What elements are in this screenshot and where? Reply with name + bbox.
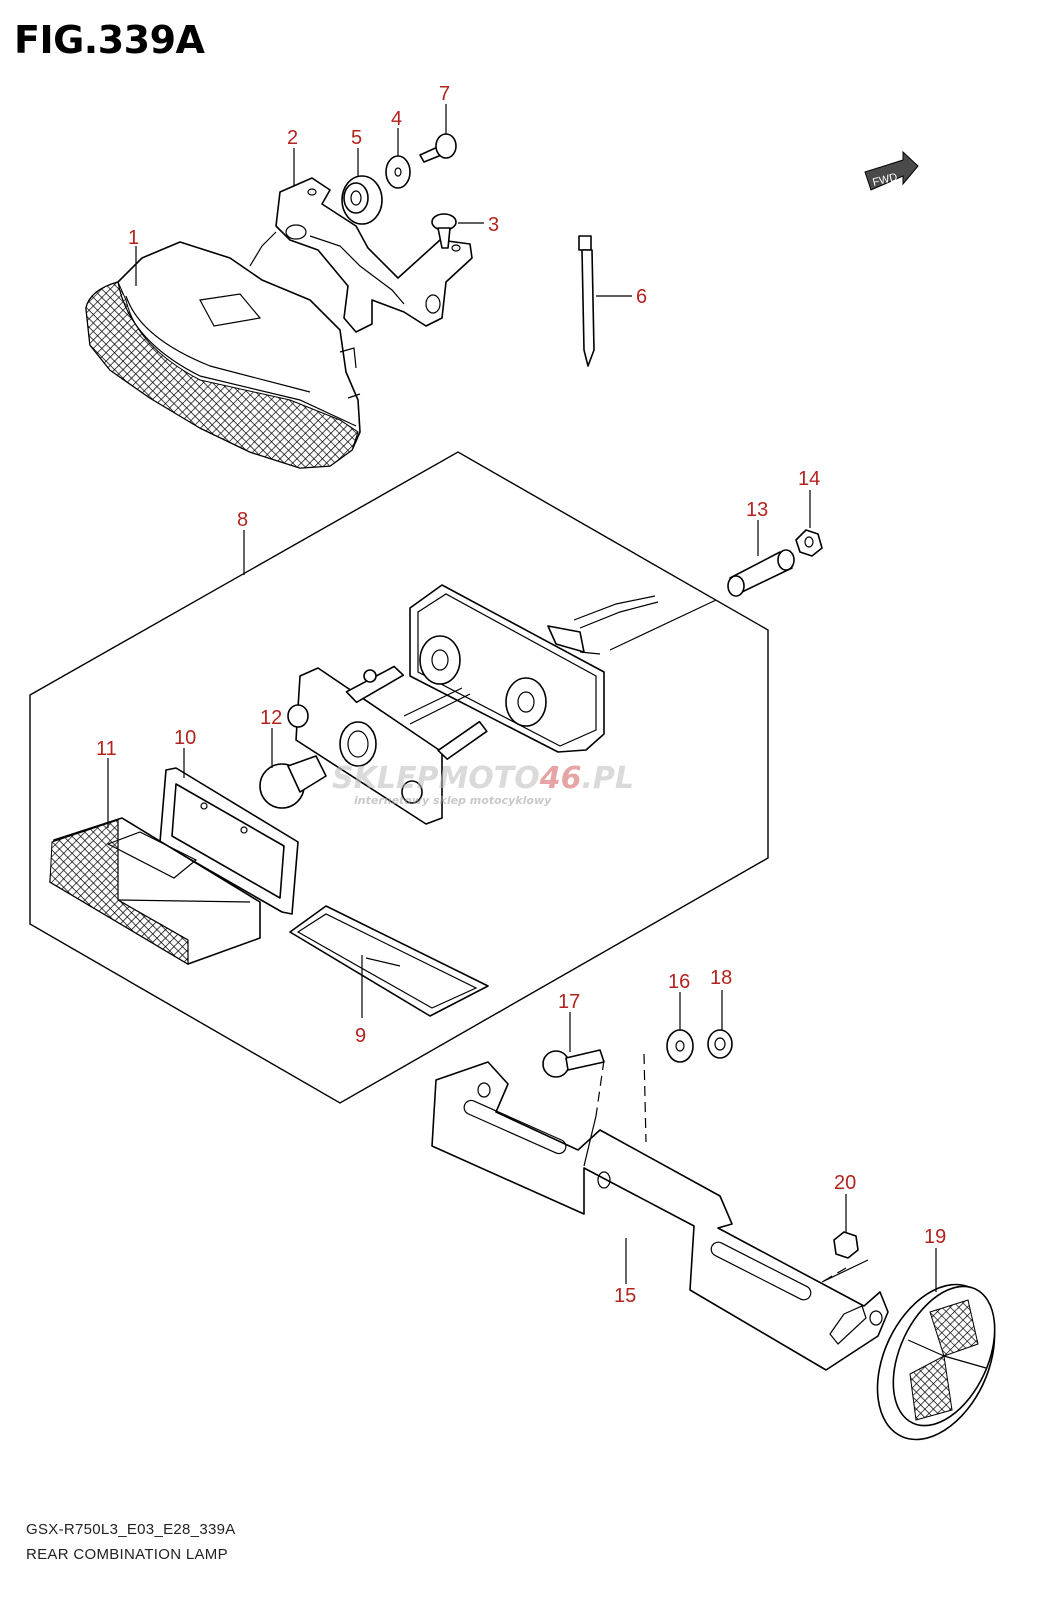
bulb xyxy=(259,755,327,809)
callout-3: 3 xyxy=(488,214,499,236)
callout-17: 17 xyxy=(558,991,580,1013)
bulb-socket-plate xyxy=(287,665,488,825)
figure-title: FIG.339A xyxy=(14,18,205,62)
callout-6: 6 xyxy=(636,286,647,308)
diagram-name: REAR COMBINATION LAMP xyxy=(26,1546,228,1563)
screw-7 xyxy=(419,133,457,163)
callout-9: 9 xyxy=(355,1025,366,1047)
tail-lamp-assembly xyxy=(85,231,361,469)
washer xyxy=(385,155,411,189)
license-lamp-housing xyxy=(409,584,659,753)
watermark-tagline: internetowy sklep motocyklowy xyxy=(354,794,552,807)
callout-13: 13 xyxy=(746,499,768,521)
cover-plate xyxy=(289,905,489,1017)
nut-18 xyxy=(707,1029,733,1059)
callout-18: 18 xyxy=(710,967,732,989)
leader-lines xyxy=(107,104,937,1292)
grommet xyxy=(341,175,383,225)
callout-19: 19 xyxy=(924,1226,946,1248)
watermark-logo: SKLEPMOTO46.PL internetowy sklep motocyk… xyxy=(332,761,634,807)
lamp-bracket xyxy=(275,177,473,333)
callout-4: 4 xyxy=(391,108,402,130)
washer-16 xyxy=(666,1029,694,1063)
callout-10: 10 xyxy=(174,727,196,749)
reflector xyxy=(876,1283,996,1441)
callout-8: 8 xyxy=(237,509,248,531)
watermark-brand-1: SKLEPMOTO xyxy=(332,761,540,796)
fwd-label: FWD xyxy=(871,171,898,189)
callout-11: 11 xyxy=(96,738,117,760)
callout-5: 5 xyxy=(351,127,362,149)
nut-14 xyxy=(795,529,823,557)
callout-2: 2 xyxy=(287,127,298,149)
screw-3 xyxy=(431,213,457,249)
callout-12: 12 xyxy=(260,707,282,729)
bolt-17 xyxy=(542,1049,605,1078)
callout-16: 16 xyxy=(668,971,690,993)
kit-boundary xyxy=(29,451,769,1104)
callout-1: 1 xyxy=(128,227,139,249)
callout-15: 15 xyxy=(614,1285,636,1307)
cable-tie xyxy=(578,235,595,367)
svg-text:SKLEPMOTO46.PL: SKLEPMOTO46.PL xyxy=(332,761,634,796)
callout-7: 7 xyxy=(439,83,450,105)
license-bracket xyxy=(431,1061,889,1371)
model-code: GSX-R750L3_E03_E28_339A xyxy=(26,1521,236,1538)
lens xyxy=(49,817,261,965)
watermark-brand-2: 46 xyxy=(539,761,582,796)
callout-14: 14 xyxy=(798,468,820,490)
callout-20: 20 xyxy=(834,1172,856,1194)
callout-numbers: 1 2 3 4 5 6 7 8 9 10 11 12 13 14 15 16 1… xyxy=(96,83,946,1307)
fwd-arrow-icon: FWD xyxy=(864,150,919,191)
watermark-brand-3: .PL xyxy=(582,761,635,796)
collar xyxy=(727,549,795,597)
nut-20 xyxy=(833,1231,859,1259)
